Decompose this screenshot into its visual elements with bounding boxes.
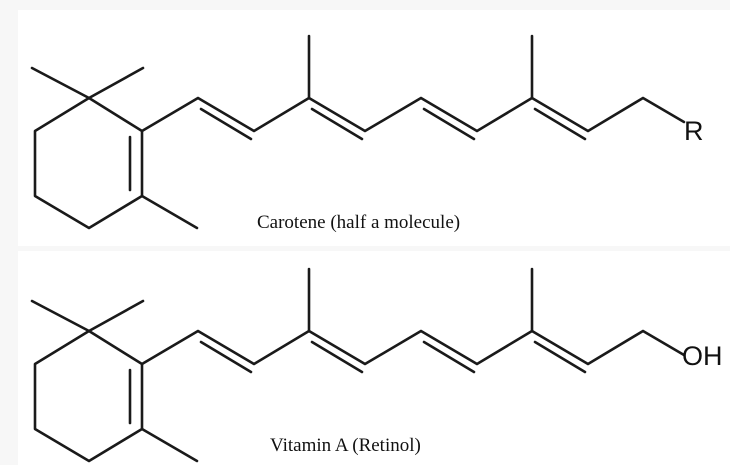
- chain-methyl-groups: [307, 267, 534, 333]
- polyene-chain: [140, 96, 686, 141]
- retinol-caption: Vitamin A (Retinol): [270, 435, 421, 456]
- ring-methyl-bond: [140, 194, 199, 230]
- gem-dimethyl-group: [30, 299, 145, 333]
- carotene-terminal-group: R: [684, 116, 704, 146]
- cyclohexene-ring: [33, 96, 144, 230]
- retinol-structure: [30, 267, 686, 463]
- carotene-caption: Carotene (half a molecule): [257, 212, 461, 233]
- chain-methyl-groups: [307, 34, 534, 100]
- gem-dimethyl-group: [30, 66, 145, 100]
- carotene-structure: [30, 34, 686, 230]
- retinol-terminal-group: OH: [682, 341, 723, 371]
- ring-methyl-bond: [140, 427, 199, 463]
- polyene-chain: [140, 329, 686, 374]
- cyclohexene-ring: [33, 329, 144, 463]
